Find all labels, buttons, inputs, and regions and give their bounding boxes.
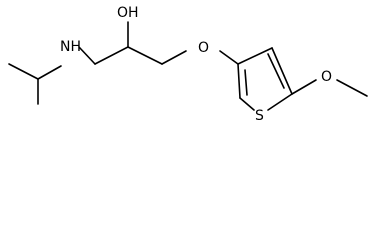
bond-ring-c4-c4-inner (244, 69, 248, 96)
bond-ring-c5-c2 (271, 47, 293, 95)
bond-isopropyl-to-nitrogen (37, 65, 62, 80)
bond-ring-sulfur-c5 (267, 93, 293, 111)
nitrogen-label: NH (60, 39, 81, 55)
bond-nitrogen-to-ch2 (78, 46, 96, 65)
bond-ring-c4-sulfur (239, 97, 255, 111)
bond-ch2-to-choh (94, 46, 129, 65)
sulfur-label: S (255, 108, 264, 124)
bond-ring-c2-c3 (237, 47, 273, 65)
bond-choh-to-ch2 (127, 46, 163, 65)
bond-methoxy-oxygen-to-methyl (336, 79, 368, 97)
ether-oxygen-label: O (198, 40, 209, 56)
bond-ring-c3-c4 (237, 63, 241, 99)
bond-isopropyl-methyl-left (8, 63, 39, 80)
bond-ether-oxygen-to-ring (219, 50, 239, 65)
bond-ring-c5-c2-inner (267, 53, 285, 89)
bond-ring-to-methoxy-oxygen (291, 79, 317, 95)
methoxy-oxygen-label: O (321, 69, 332, 85)
bond-ch2-to-ether-oxygen (161, 50, 187, 65)
hydroxyl-label: OH (117, 5, 139, 21)
chemical-structure-diagram: NH OH O O S (8, 5, 368, 124)
